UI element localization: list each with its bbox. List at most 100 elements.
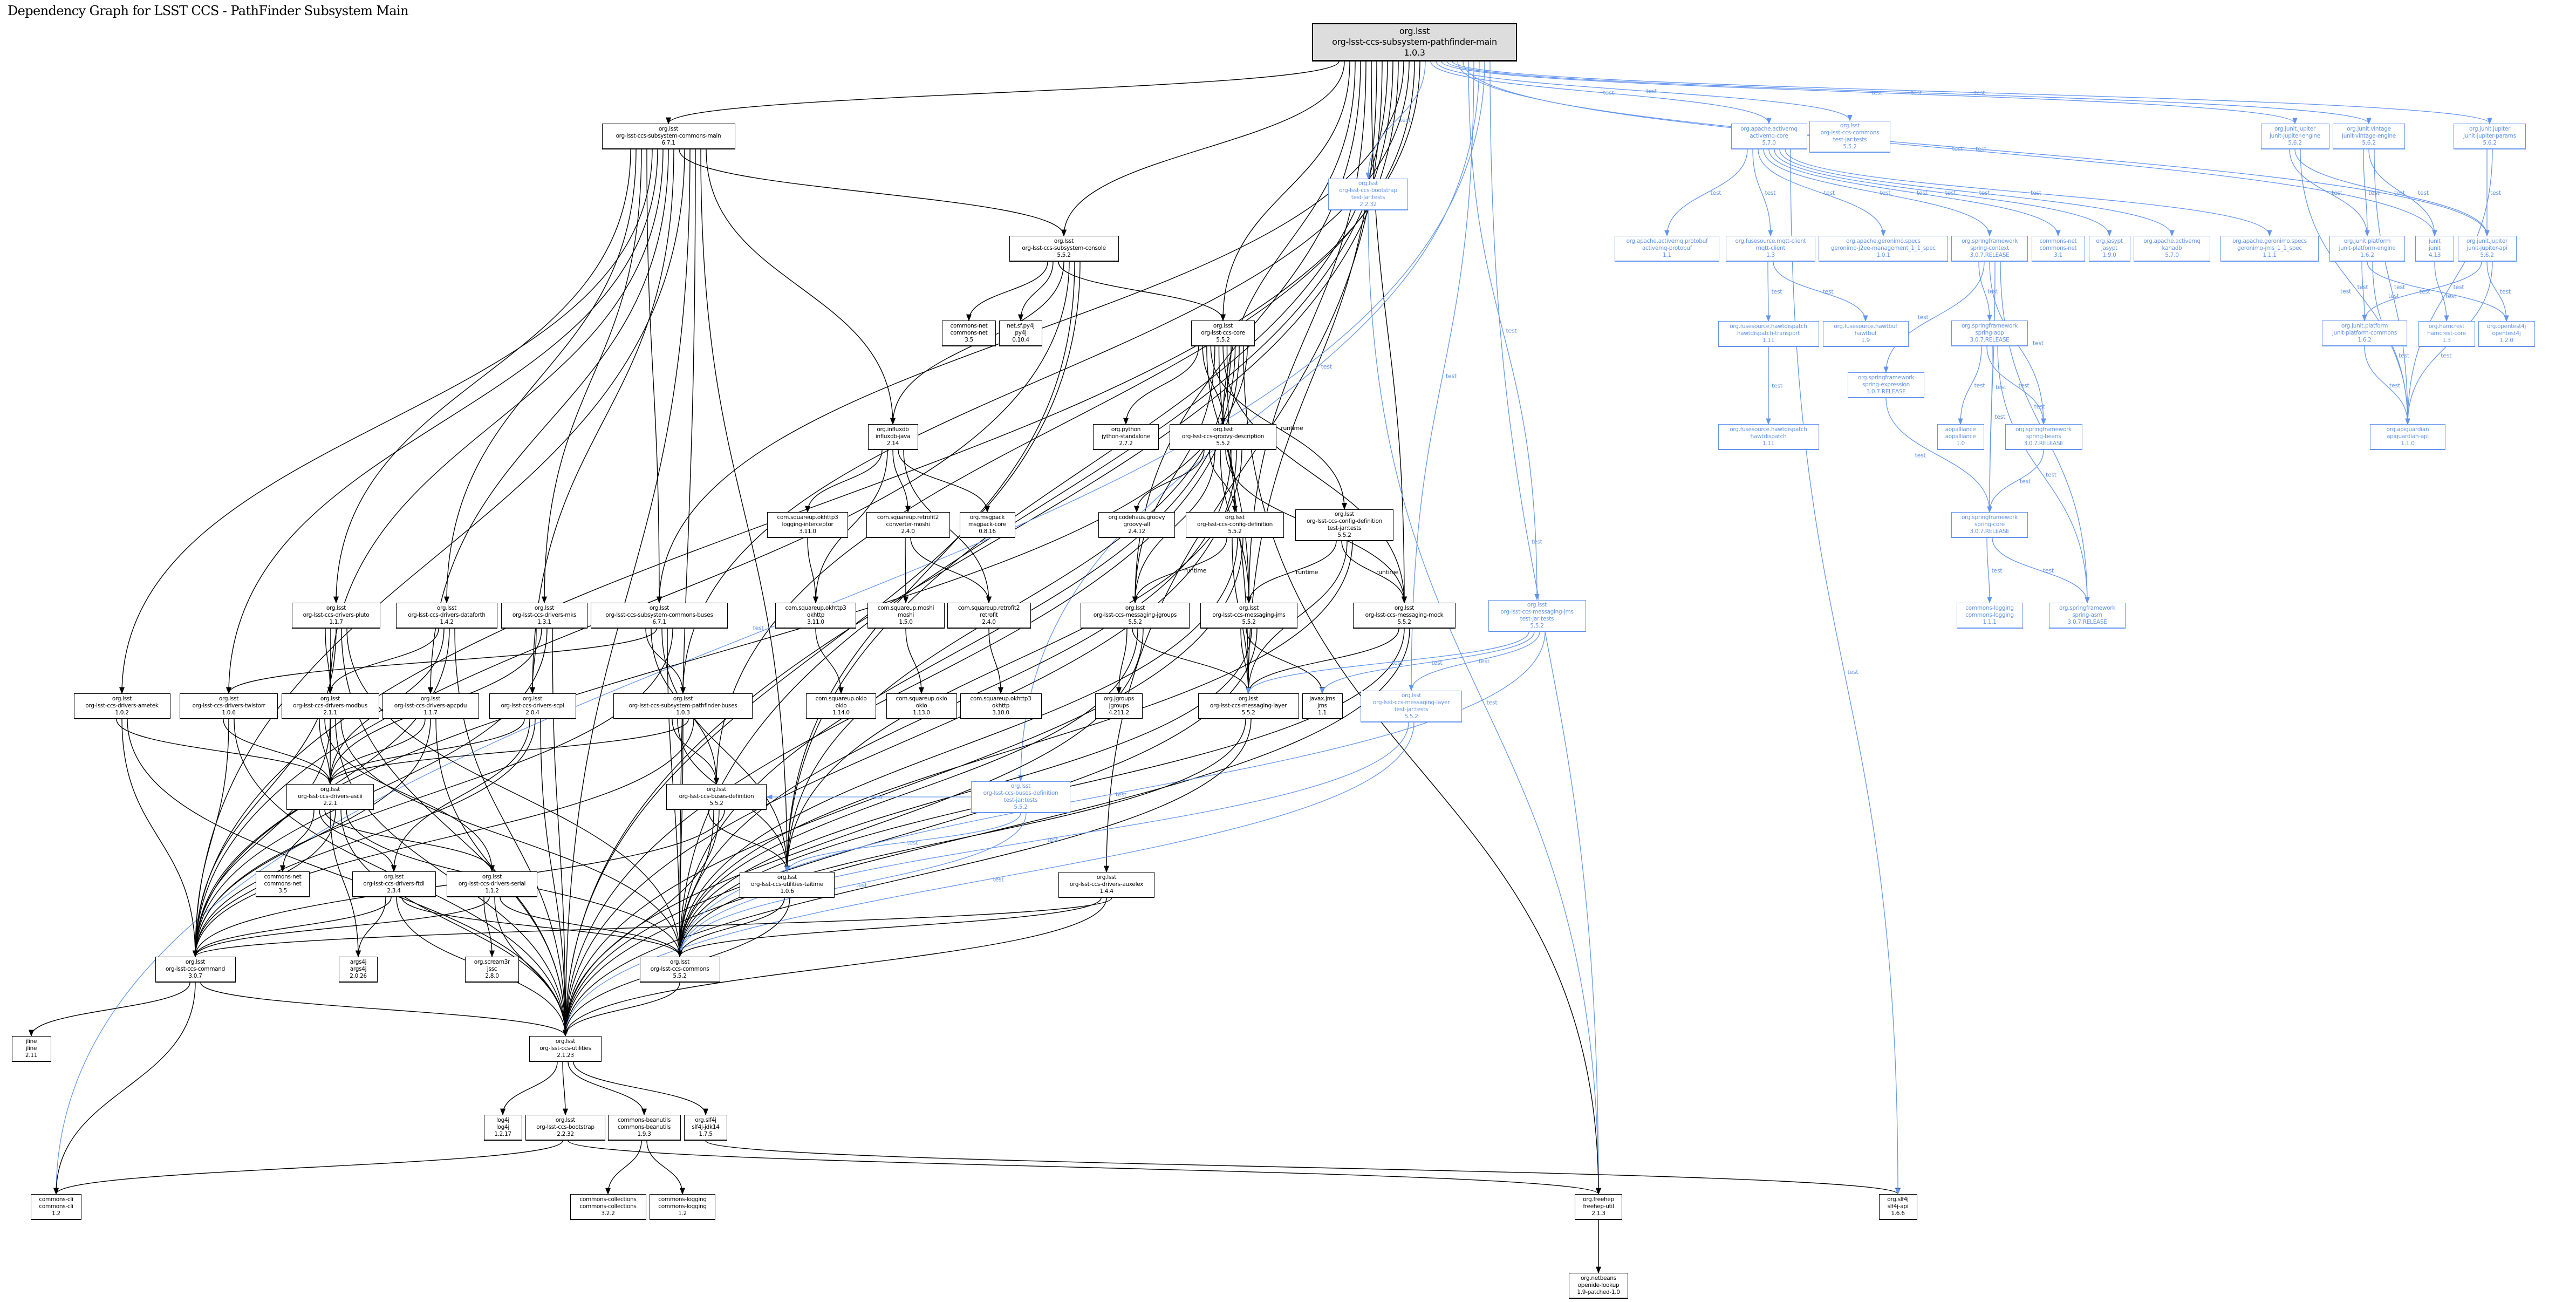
node-group: commons-net: [2039, 238, 2077, 244]
dependency-edge: [2434, 261, 2449, 322]
node-version: 1.2: [52, 1210, 60, 1217]
node-group: org.apiguardian: [2386, 426, 2429, 433]
dependency-edge: [677, 541, 1353, 958]
node-group: org.junit.jupiter: [2274, 126, 2316, 132]
